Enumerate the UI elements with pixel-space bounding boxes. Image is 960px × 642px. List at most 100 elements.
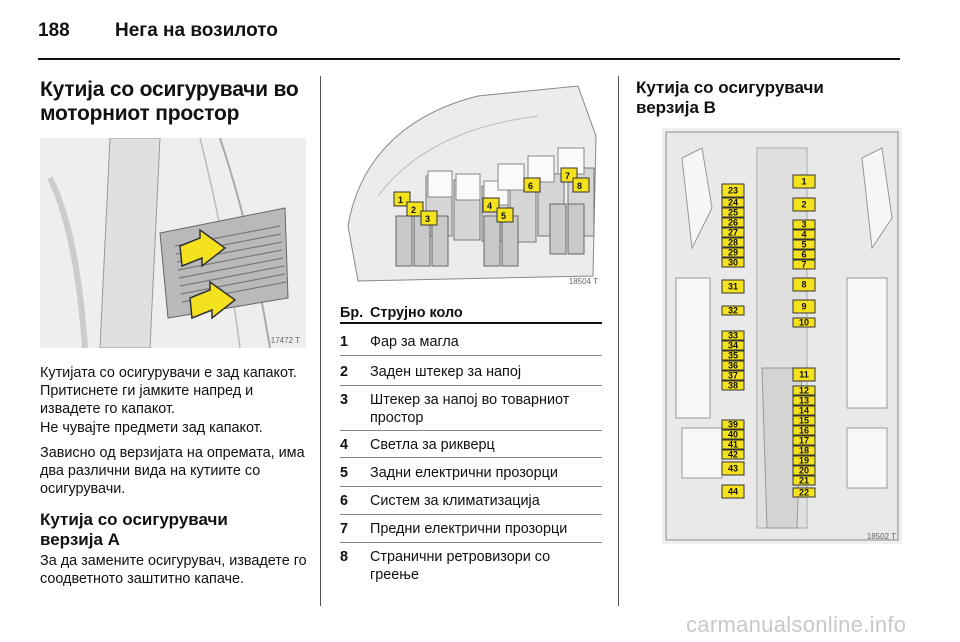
fuse-label: 37	[728, 371, 738, 381]
fuse-label: 9	[801, 302, 806, 312]
fuse-label: 22	[799, 488, 809, 498]
row-number: 8	[340, 549, 349, 565]
fuse-label: 6	[801, 250, 806, 260]
row-circuit: Предни електрични прозорци	[370, 521, 568, 537]
paragraph: Кутијата со осигурувачи е зад капакот. П…	[40, 365, 297, 417]
row-circuit: Задни електрични прозорци	[370, 465, 558, 481]
fuse-label: 36	[728, 361, 738, 371]
fuse-label: 18	[799, 446, 809, 456]
fuse-box	[721, 237, 745, 248]
header-divider	[38, 58, 900, 60]
fuse-label: 15	[799, 416, 809, 426]
fuse-label: 33	[728, 331, 738, 341]
fuse-box	[721, 207, 745, 218]
fusebox-cover-photo: 17472 T	[40, 138, 306, 348]
fuse-label: 7	[801, 260, 806, 270]
fuse-label: 14	[799, 406, 809, 416]
fuse-box	[721, 461, 745, 476]
fuse-label: 12	[799, 386, 809, 396]
fuse-box	[792, 425, 816, 436]
fusebox-version-a-photo: 1 2 3 4 5 6 7 8 18504 T	[338, 76, 604, 290]
photo-code: 18502 T	[866, 532, 896, 541]
fuse-label: 23	[728, 186, 738, 196]
fuse-box	[721, 227, 745, 238]
fuse-label: 29	[728, 248, 738, 258]
fuse-label: 31	[728, 282, 738, 292]
svg-text:2: 2	[411, 205, 416, 215]
page-title: Нега на возилото	[115, 20, 278, 41]
page-number: 188	[38, 20, 70, 41]
fuse-box	[792, 465, 816, 476]
svg-text:6: 6	[528, 181, 533, 191]
row-divider	[340, 385, 602, 386]
fuse-label: 32	[728, 306, 738, 316]
row-divider	[340, 486, 602, 487]
fuse-label: 13	[799, 396, 809, 406]
row-number: 6	[340, 493, 349, 509]
fuse-label: 21	[799, 476, 809, 486]
fuse-label: 10	[799, 318, 809, 328]
fuse-box	[721, 340, 745, 351]
fuse-labels-a: 1 2 3 4 5 6 7 8	[393, 167, 590, 226]
fuse-label: 25	[728, 208, 738, 218]
fuse-label: 19	[799, 456, 809, 466]
row-divider	[340, 514, 602, 515]
fuse-box	[792, 219, 816, 230]
fuse-box	[721, 380, 745, 391]
fuse-label: 34	[728, 341, 738, 351]
svg-text:4: 4	[487, 201, 492, 211]
fuse-box	[792, 299, 816, 314]
fuse-box	[721, 419, 745, 430]
column-divider-right	[618, 76, 619, 606]
fuse-box	[721, 429, 745, 440]
fuse-column-left: 2324252627282930313233343536373839404142…	[721, 183, 745, 499]
fuse-label: 40	[728, 430, 738, 440]
row-circuit: Штекер за напој во товарниот простор	[370, 392, 570, 426]
fusebox-a-illustration: 1 2 3 4 5 6 7 8	[347, 85, 597, 282]
fuse-label: 44	[728, 487, 738, 497]
row-number: 2	[340, 364, 349, 380]
svg-text:7: 7	[565, 171, 570, 181]
section-heading-version-b: Кутија со осигурувачи верзија B	[636, 78, 824, 117]
row-circuit: Фар за магла	[370, 334, 459, 350]
fuse-label: 35	[728, 351, 738, 361]
fuse-label: 1	[801, 177, 806, 187]
paragraph: За да замените осигурувач, извадете го с…	[40, 553, 307, 587]
fuse-box	[792, 317, 816, 328]
fuse-box	[721, 330, 745, 341]
fuse-label: 2	[801, 200, 806, 210]
row-circuit: Светла за рикверц	[370, 437, 495, 453]
fuse-box	[792, 475, 816, 486]
photo-code: 18504 T	[568, 277, 598, 286]
row-number: 3	[340, 392, 349, 408]
fuse-label: 24	[728, 198, 738, 208]
fuse-box	[792, 385, 816, 396]
subheading-version-a: Кутија со осигурувачи верзија A	[40, 510, 228, 549]
svg-text:8: 8	[577, 181, 582, 191]
fuse-label: 5	[801, 240, 806, 250]
fuse-box	[721, 439, 745, 450]
svg-text:1: 1	[398, 195, 403, 205]
fuse-label: 27	[728, 228, 738, 238]
fuse-box	[792, 367, 816, 382]
fuse-label: 8	[801, 280, 806, 290]
column-header-circuit: Струјно коло	[370, 305, 463, 321]
row-number: 7	[340, 521, 349, 537]
fuse-box	[721, 350, 745, 361]
fuse-label: 41	[728, 440, 738, 450]
fuse-box	[792, 435, 816, 446]
fuse-label: 11	[799, 370, 809, 380]
fuse-box	[721, 247, 745, 258]
fuse-box	[721, 360, 745, 371]
fuse-box	[792, 395, 816, 406]
paragraph: Зависно од верзијата на опремата, има дв…	[40, 445, 305, 497]
row-number: 4	[340, 437, 349, 453]
fuse-box	[792, 487, 816, 498]
fuse-box	[792, 259, 816, 270]
fuse-box	[721, 183, 745, 198]
fuse-box	[792, 197, 816, 212]
fuse-label: 17	[799, 436, 809, 446]
watermark: carmanualsonline.info	[686, 612, 907, 637]
row-circuit: Систем за климатизација	[370, 493, 540, 509]
